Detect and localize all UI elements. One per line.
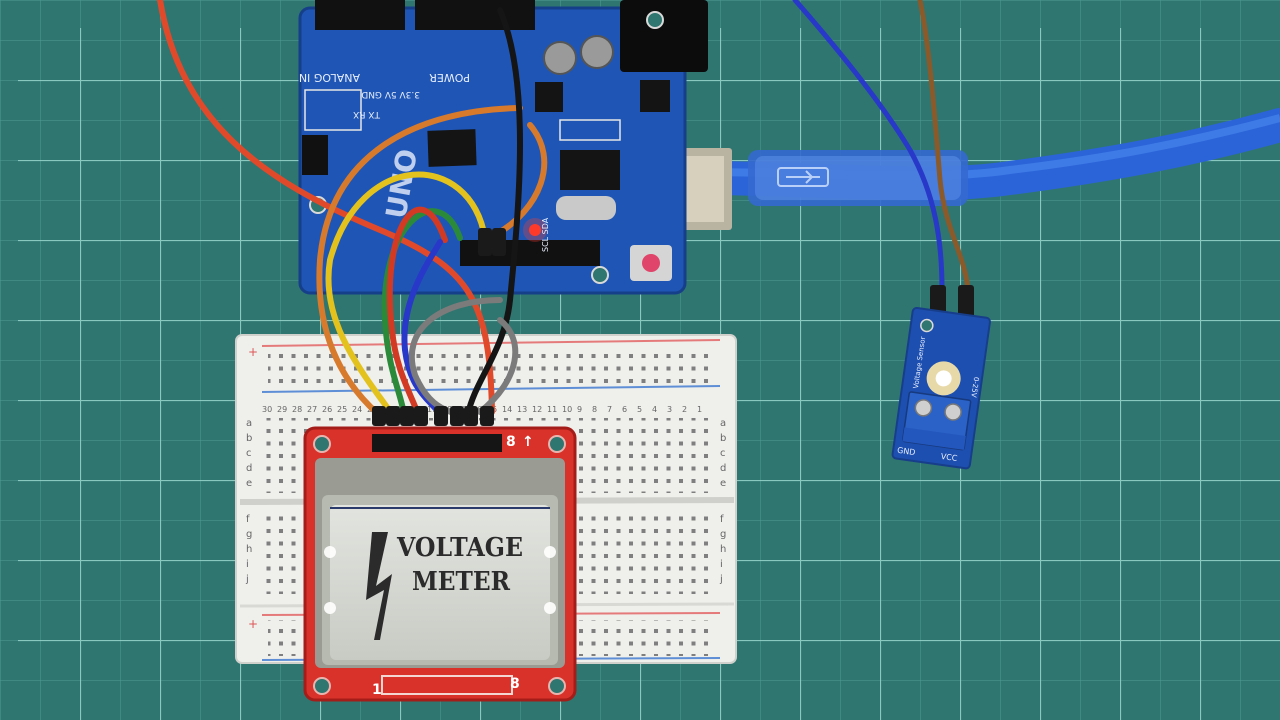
breadboard-row-label: f <box>720 514 724 525</box>
breadboard-col-label: 25 <box>337 405 347 414</box>
lcd-pin-first-label: 1 <box>372 682 382 698</box>
breadboard-row-label: j <box>719 574 723 585</box>
arduino-scl-sda-label: SCL SDA <box>541 217 550 252</box>
breadboard-col-label: 1 <box>697 405 702 414</box>
sensor-gnd-label: GND <box>897 446 916 457</box>
breadboard-row-label: c <box>246 448 252 459</box>
rail-plus-bottom: + <box>248 617 258 631</box>
breadboard-col-label: 12 <box>532 405 542 414</box>
wire-brown-sensor <box>917 0 971 293</box>
breadboard-col-label: 4 <box>652 405 657 414</box>
breadboard-row-label: i <box>720 559 723 570</box>
wire-yellow <box>325 171 488 417</box>
breadboard-col-label: 13 <box>517 405 527 414</box>
arduino-analog-label: ANALOG IN <box>299 71 360 84</box>
arduino-power-pins-label: 3.3V 5V GND <box>361 89 420 99</box>
arduino-tx-rx-label: TX RX <box>353 109 381 119</box>
breadboard-row-label: i <box>246 559 249 570</box>
breadboard-col-label: 24 <box>352 405 362 414</box>
lcd-text-line1: VOLTAGE <box>396 533 523 563</box>
breadboard-col-label: 29 <box>277 405 287 414</box>
breadboard-col-label: 30 <box>262 405 272 414</box>
wire-red-long <box>157 0 495 415</box>
lcd-text-line2: METER <box>412 567 510 597</box>
breadboard-row-label: e <box>246 478 252 489</box>
breadboard-row-label: a <box>246 418 252 429</box>
breadboard-col-label: 6 <box>622 405 627 414</box>
arduino-power-label: POWER <box>429 71 470 84</box>
breadboard-row-label: j <box>245 574 249 585</box>
breadboard-col-label: 9 <box>577 405 582 414</box>
breadboard-row-label: e <box>720 478 726 489</box>
breadboard-col-label: 5 <box>637 405 642 414</box>
sensor-vcc-label: VCC <box>940 452 958 463</box>
breadboard-row-label: c <box>720 448 726 459</box>
breadboard-col-label: 14 <box>502 405 512 414</box>
breadboard-row-label: b <box>246 433 252 444</box>
breadboard-col-label: 28 <box>292 405 302 414</box>
breadboard-col-label: 8 <box>592 405 597 414</box>
wire-blue-sensor <box>792 0 945 293</box>
usb-icon <box>777 167 829 187</box>
lcd-arrow-label: ↑ <box>522 434 534 450</box>
wire-red-mid <box>386 206 448 417</box>
breadboard-row-label: h <box>246 544 252 555</box>
lcd-pin-last-top-label: 8 <box>506 434 516 450</box>
breadboard-col-label: 27 <box>307 405 317 414</box>
breadboard-col-label: 19 <box>427 405 437 414</box>
wire-green <box>381 208 463 417</box>
wire-orange <box>316 105 523 417</box>
wire-connectors <box>372 228 974 426</box>
lcd-pin-last-label: 8 <box>510 676 520 692</box>
breadboard-row-label: f <box>246 514 250 525</box>
breadboard-row-label: g <box>720 529 726 540</box>
breadboard-col-label: 11 <box>547 405 557 414</box>
breadboard-row-label: a <box>720 418 726 429</box>
breadboard-row-label: d <box>720 463 726 474</box>
lightning-bolt-icon <box>366 532 392 640</box>
breadboard-row-label: g <box>246 529 252 540</box>
breadboard-col-label: 7 <box>607 405 612 414</box>
arduino-board: ANALOG IN POWER 3.3V 5V GND TX RX UNO SC… <box>298 0 708 295</box>
breadboard-row-label: d <box>246 463 252 474</box>
breadboard-col-label: 10 <box>562 405 572 414</box>
breadboard-row-label: h <box>720 544 726 555</box>
rail-plus-top: + <box>248 345 258 359</box>
breadboard-col-label: 2 <box>682 405 687 414</box>
sensor-range: 0-25V <box>969 376 980 398</box>
breadboard-col-label: 26 <box>322 405 332 414</box>
lcd-module: VOLTAGE METER 1 8 8 ↑ <box>303 426 577 702</box>
jumper-wires <box>157 0 971 417</box>
breadboard-col-label: 3 <box>667 405 672 414</box>
wire-black <box>465 7 523 417</box>
wire-gray-2 <box>477 317 519 415</box>
voltage-sensor: Voltage Sensor 0-25V GND VCC <box>891 306 991 470</box>
wire-orange-short <box>492 122 548 238</box>
breadboard-row-label: b <box>720 433 726 444</box>
